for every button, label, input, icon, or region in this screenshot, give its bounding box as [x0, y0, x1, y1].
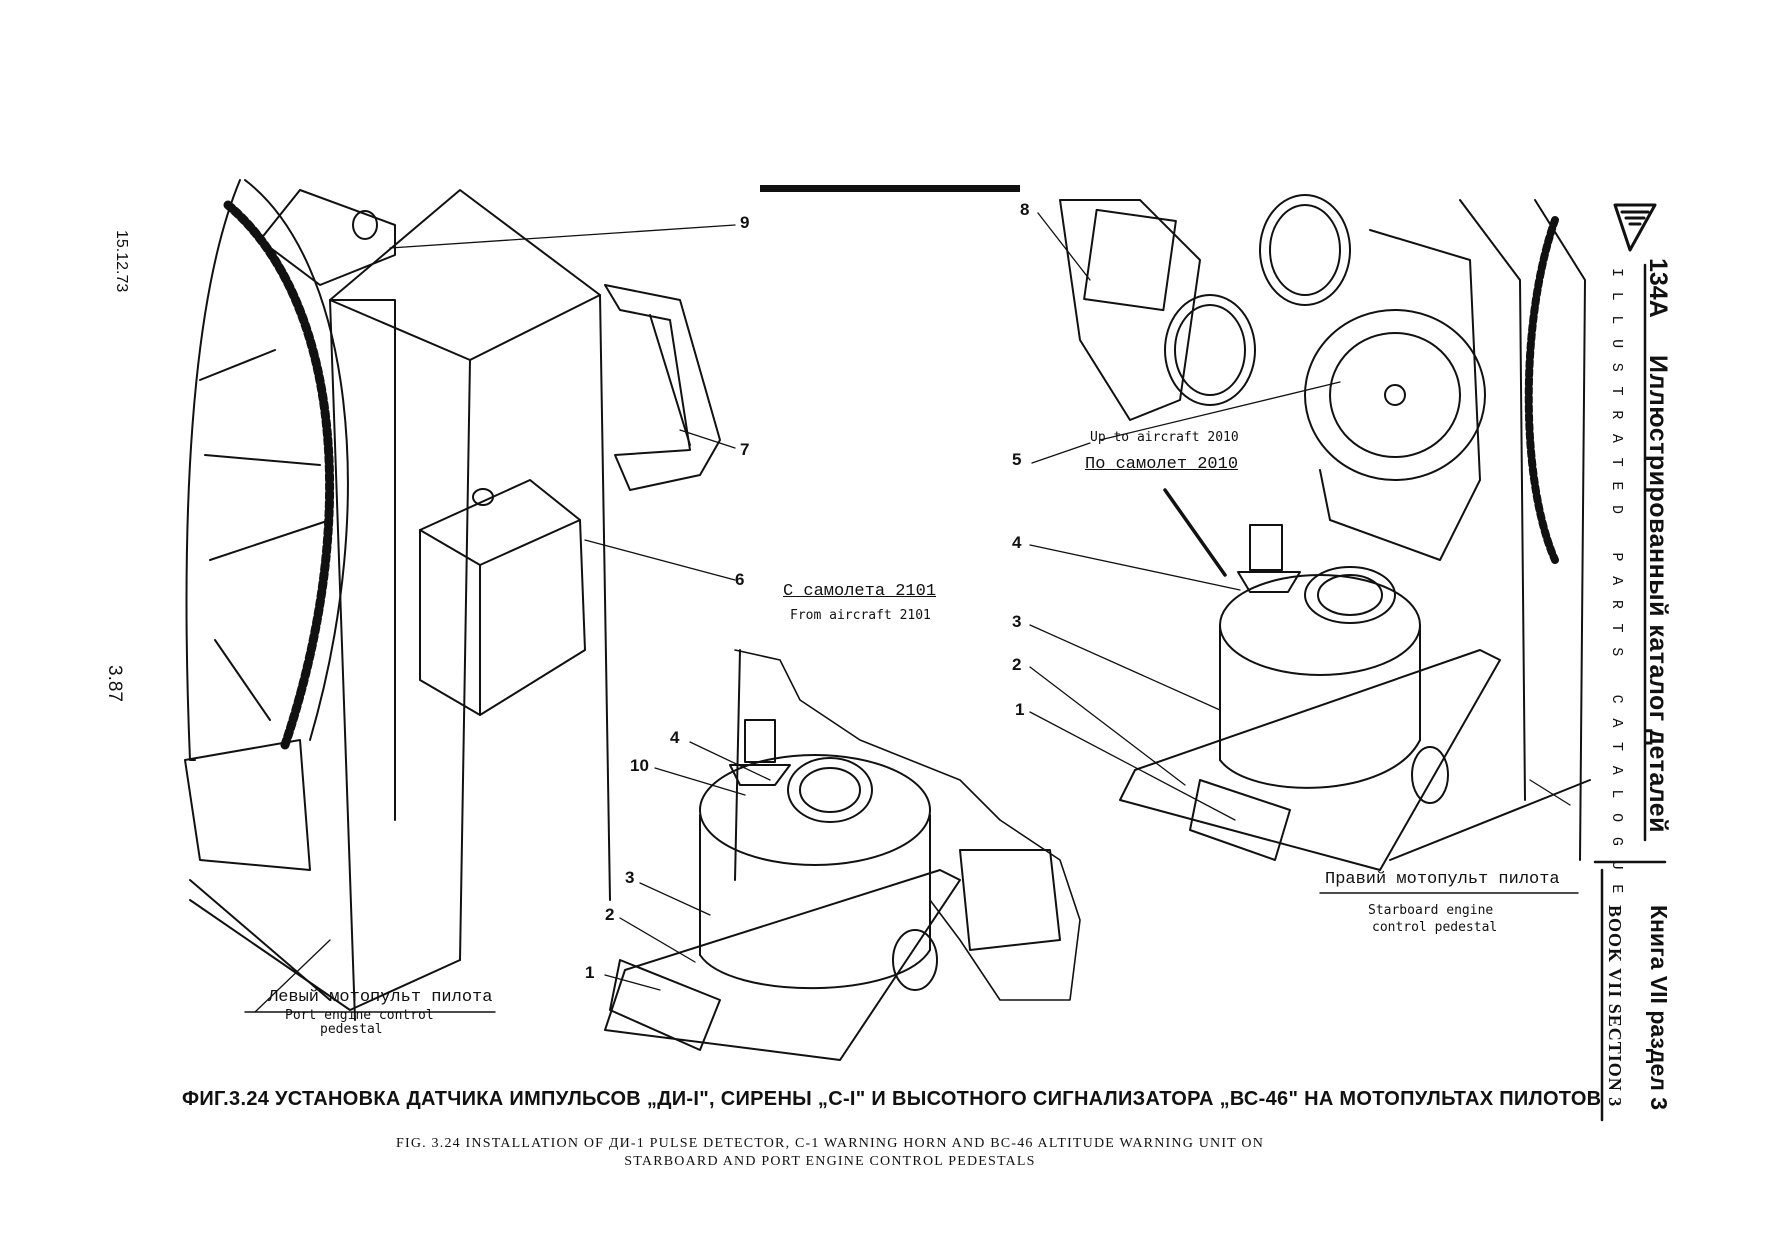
callout-center-3: 3	[625, 868, 635, 887]
right-connector-base	[1237, 571, 1301, 593]
bracket-7	[604, 284, 721, 491]
header-logo	[1613, 203, 1657, 252]
leader-lines	[254, 212, 1571, 1013]
center-connector	[744, 719, 776, 763]
horn-5-body	[1304, 309, 1486, 481]
center-wall-bracket	[959, 849, 1061, 951]
left-pedestal-label-ru: Левый мотопульт пилота	[268, 988, 493, 1007]
ring-spoke-1	[199, 349, 276, 381]
callout-center-4: 4	[670, 728, 680, 747]
center-frame	[604, 869, 961, 1061]
ring-outer	[185, 179, 241, 761]
ring-spoke-2	[204, 454, 321, 466]
right-cylinder-base	[1219, 739, 1421, 789]
center-base-plate	[609, 959, 721, 1051]
gauge-lower	[1164, 294, 1256, 406]
page-number: 3.87	[104, 665, 125, 702]
ring-spoke-4	[214, 639, 271, 721]
bracket-7-inner	[649, 314, 691, 446]
center-cylinder-top	[699, 754, 931, 866]
callout-9: 9	[740, 213, 750, 232]
right-cylinder-body	[1219, 624, 1421, 761]
header-book-en: BOOK VII SECTION 3	[1605, 905, 1625, 1108]
left-pedestal-label-en-1: Port engine control	[285, 1008, 434, 1023]
right-dial	[1304, 566, 1396, 624]
port-pedestal-drawing	[184, 179, 721, 1021]
callout-right-3: 3	[1012, 612, 1022, 631]
callout-center-1: 1	[585, 963, 595, 982]
figure-caption-en-line1: FIG. 3.24 INSTALLATION OF ДИ-1 PULSE DET…	[395, 1136, 1265, 1151]
right-pedestal-floor	[1389, 779, 1591, 861]
callout-5: 5	[1012, 450, 1022, 469]
callout-right-2: 2	[1012, 655, 1022, 674]
center-cylinder-body	[699, 814, 931, 956]
right-panel-window	[1083, 208, 1177, 312]
header-model: 134A	[1644, 258, 1672, 318]
ring-inner	[244, 179, 349, 741]
up-to-aircraft-label-en: Up to aircraft 2010	[1090, 430, 1239, 445]
box-6-topedge	[479, 519, 581, 566]
figure-caption-en: FIG. 3.24 INSTALLATION OF ДИ-1 PULSE DET…	[300, 1135, 1360, 1171]
right-base-plate	[1189, 779, 1291, 861]
right-dial-inner	[1317, 574, 1383, 616]
pedestal-left-face	[329, 299, 396, 821]
pedestal-lower	[189, 899, 461, 1011]
callout-6: 6	[735, 570, 745, 589]
left-pedestal-label-en-2: pedestal	[320, 1022, 383, 1037]
boss-9-hole	[352, 210, 378, 240]
figure-caption-en-line2: STARBOARD AND PORT ENGINE CONTROL PEDEST…	[624, 1154, 1036, 1169]
box-6-front	[419, 479, 586, 716]
ring-base	[184, 739, 311, 871]
callout-8: 8	[1020, 200, 1030, 219]
right-pedestal-label-en-1: Starboard engine	[1368, 903, 1494, 918]
callout-center-2: 2	[605, 905, 615, 924]
right-pedestal-label-ru: Правий мотопульт пилота	[1325, 870, 1560, 889]
gauge-upper-inner	[1269, 204, 1341, 296]
horn-5-inner	[1329, 332, 1461, 458]
center-cutaway	[734, 649, 1081, 1001]
box-6-lug	[472, 488, 494, 506]
boss-9	[259, 189, 396, 286]
right-bracket-hole	[1411, 746, 1449, 804]
pedestal-front-edge	[329, 299, 356, 1021]
ring-spoke-3	[209, 519, 331, 561]
up-to-aircraft-label-ru: По самолет 2010	[1085, 455, 1239, 474]
center-cylinder-base	[699, 949, 931, 990]
header-title-ru: Иллюстрированный каталог деталей	[1644, 355, 1672, 834]
right-pedestal-edge-1	[1459, 199, 1526, 801]
starboard-pedestal-drawing	[1059, 194, 1591, 871]
right-frame	[1119, 649, 1501, 871]
center-dial	[787, 757, 873, 823]
top-rule-bar	[760, 185, 1020, 192]
right-pedestal-label-en-2: control pedestal	[1372, 920, 1498, 935]
pedestal-right-edge	[599, 294, 611, 901]
right-panel-frame	[1059, 199, 1201, 421]
center-unit-drawing	[604, 649, 1081, 1061]
callout-7: 7	[740, 440, 750, 459]
pedestal-bottom-line	[189, 879, 331, 1001]
horn-5-flange	[1319, 229, 1481, 561]
header-title-en: ILLUSTRATED PARTS CATALOGUE	[1608, 268, 1625, 908]
callout-right-4: 4	[1012, 533, 1022, 552]
right-chain	[1524, 216, 1559, 564]
box-6-edge	[419, 529, 481, 716]
pedestal-mid-edge	[459, 359, 471, 961]
center-bracket-hole	[892, 929, 938, 991]
ring-chain	[223, 200, 335, 750]
header-book-ru: Книга VII раздел 3	[1646, 905, 1672, 1111]
gauge-lower-inner	[1174, 304, 1246, 396]
from-aircraft-label-en: From aircraft 2101	[790, 608, 931, 623]
margin-date: 15.12.73	[113, 230, 130, 293]
center-dial-inner	[799, 767, 861, 813]
callout-right-1: 1	[1015, 700, 1025, 719]
horn-5-center	[1384, 384, 1406, 406]
from-aircraft-label-ru: С самолета 2101	[783, 582, 937, 601]
center-connector-base	[729, 764, 791, 786]
right-connector	[1249, 524, 1283, 571]
figure-caption-ru: ФИГ.3.24 УСТАНОВКА ДАТЧИКА ИМПУЛЬСОВ „ДИ…	[182, 1088, 1602, 1110]
callout-center-10: 10	[630, 756, 649, 775]
gauge-upper	[1259, 194, 1351, 306]
